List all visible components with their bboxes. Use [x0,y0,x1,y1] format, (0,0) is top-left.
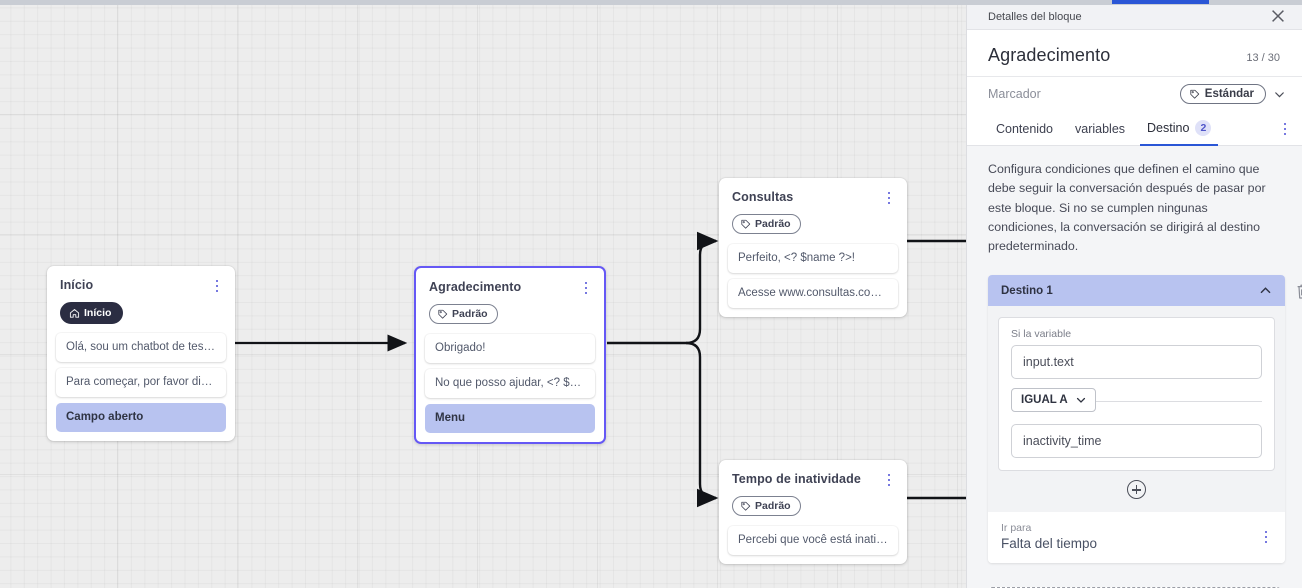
node-badge-standard: Padrão [429,304,498,324]
node-badge-standard: Padrão [732,496,801,516]
tab-label: Contenido [996,122,1053,136]
node-header: Consultas Padrão [719,178,907,244]
flow-node-consultas[interactable]: Consultas Padrão Perfeito, <? $name ?>! … [719,178,907,317]
goto-label: Ir para [1001,522,1032,535]
node-menu-icon[interactable] [579,280,593,296]
comparison-input[interactable] [1011,424,1262,459]
panel-header-title: Detalles del bloque [988,11,1082,23]
destination-card: Destino 1 Si la variable [988,275,1302,564]
node-badge-label: Padrão [755,500,791,512]
node-messages: Perfeito, <? $name ?>! Acesse www.consul… [719,243,907,308]
panel-title-row: Agradecimento 13 / 30 [967,30,1302,77]
panel-tabs: Contenido variables Destino 2 [967,113,1302,146]
flow-node-tempo-de-inatividade[interactable]: Tempo de inatividade Padrão Percebi que … [719,460,907,564]
operator-select[interactable]: IGUAL A [1011,388,1096,413]
node-header: Agradecimento Padrão [416,268,604,334]
node-badge-standard: Padrão [732,214,801,234]
marcador-chip[interactable]: Estándar [1179,84,1266,104]
panel-header: Detalles del bloque [967,0,1302,30]
node-messages: Olá, sou um chatbot de teste! Para começ… [47,333,235,432]
close-icon[interactable] [1270,8,1286,24]
node-badge-start: Início [60,302,124,324]
chevron-up-icon[interactable] [1258,283,1273,298]
node-messages: Percebi que você está inativo. C... [719,525,907,555]
node-menu-icon[interactable] [882,472,896,488]
flow-node-agradecimento[interactable]: Agradecimento Padrão Obrigado! No que po… [414,266,606,444]
add-condition-row [998,471,1275,503]
tag-icon [741,501,751,511]
edge-agradecimento-inatividade [685,341,719,508]
panel-content: Configura condiciones que definen el cam… [967,146,1302,588]
destination-body: Si la variable IGUAL A [988,306,1285,513]
plus-circle-icon[interactable] [1127,480,1146,500]
goto-value: Falta del tiempo [1001,536,1098,552]
active-tab-indicator [1112,0,1209,4]
marcador-value: Estándar [1204,88,1254,100]
marcador-control: Estándar [1179,84,1286,104]
operator-label: IGUAL A [1021,394,1068,407]
node-messages: Obrigado! No que posso ajudar, <? $name … [416,333,604,433]
tab-destino[interactable]: Destino 2 [1136,116,1222,146]
destination-title: Destino 1 [1001,284,1053,297]
block-details-panel: Detalles del bloque Agradecimento 13 / 3… [966,0,1302,588]
node-message-highlighted[interactable]: Menu [425,403,595,433]
chevron-down-icon [1076,398,1085,404]
panel-overflow-menu-icon[interactable] [1278,121,1292,137]
node-message-highlighted[interactable]: Campo aberto [56,403,226,432]
marcador-row: Marcador Estándar [967,77,1302,113]
node-title: Início [60,278,94,292]
flow-node-inicio[interactable]: Início Início Olá, sou um chatbot de tes… [47,266,235,441]
node-message[interactable]: Obrigado! [425,333,595,363]
tab-label: Destino [1147,121,1190,135]
node-message[interactable]: Para começar, por favor digite o ... [56,368,226,397]
node-title: Consultas [732,190,794,204]
node-title: Tempo de inatividade [732,472,861,486]
node-message[interactable]: Olá, sou um chatbot de teste! [56,333,226,362]
tab-label: variables [1075,122,1126,136]
variable-input[interactable] [1011,345,1262,380]
tag-icon [1190,89,1199,99]
node-badge-label: Início [84,307,112,319]
tab-contenido[interactable]: Contenido [985,118,1064,145]
chevron-down-icon[interactable] [1273,88,1286,101]
page-title: Agradecimento [988,45,1111,65]
divider [1011,401,1262,403]
tag-icon [741,219,751,229]
node-header: Tempo de inatividade Padrão [719,460,907,526]
node-message[interactable]: Acesse www.consultas.com par... [728,278,898,308]
goto-texts: Ir para Falta del tiempo [1001,522,1097,551]
node-message[interactable]: Perfeito, <? $name ?>! [728,243,898,273]
node-message[interactable]: No que posso ajudar, <? $name ... [425,368,595,398]
trash-icon[interactable] [1295,283,1302,300]
condition-box: Si la variable IGUAL A [998,317,1275,472]
node-menu-icon[interactable] [210,278,224,294]
operator-row: IGUAL A [1011,388,1262,415]
browser-top-bar [0,0,1302,5]
node-message[interactable]: Percebi que você está inativo. C... [728,525,898,555]
home-icon [69,308,80,318]
node-header: Início Início [47,266,235,333]
flow-canvas[interactable]: Início Início Olá, sou um chatbot de tes… [0,0,967,588]
condition-label: Si la variable [1011,328,1072,341]
node-badge-label: Padrão [452,308,488,320]
edge-agradecimento-consultas [607,231,719,345]
goto-row[interactable]: Ir para Falta del tiempo [988,512,1285,564]
char-counter: 13 / 30 [1246,52,1280,64]
marcador-label: Marcador [988,87,1041,101]
tab-variables[interactable]: variables [1064,118,1136,145]
tab-badge-count: 2 [1195,120,1212,136]
destino-description: Configura condiciones que definen el cam… [988,162,1266,254]
node-title: Agradecimento [429,280,522,294]
node-menu-icon[interactable] [882,190,896,206]
goto-menu-icon[interactable] [1259,529,1273,545]
node-badge-label: Padrão [755,218,791,230]
tag-icon [438,309,448,319]
destination-header[interactable]: Destino 1 [988,275,1285,307]
